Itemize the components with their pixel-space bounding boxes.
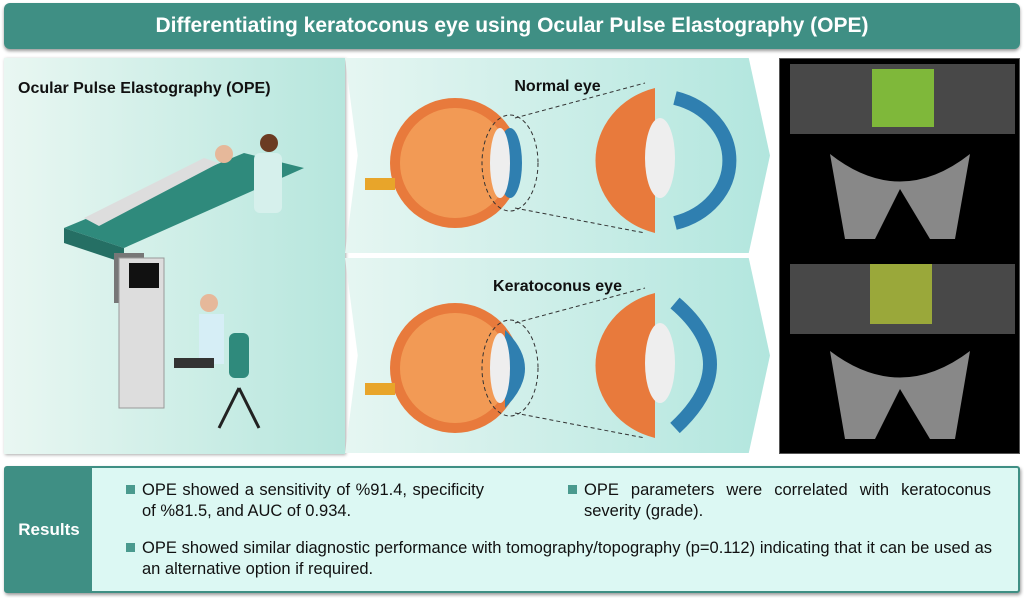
- normal-eye-panel: Normal eye: [345, 58, 770, 253]
- result-bullet-performance: OPE showed similar diagnostic performanc…: [124, 538, 992, 580]
- ope-panel-title: Ocular Pulse Elastography (OPE): [18, 80, 271, 97]
- keratoconus-eye-illustration: [365, 287, 717, 439]
- result-bullet-sensitivity: OPE showed a sensitivity of %91.4, speci…: [124, 480, 484, 522]
- results-box: Results OPE showed a sensitivity of %91.…: [4, 466, 1020, 593]
- page-title: Differentiating keratoconus eye using Oc…: [4, 3, 1020, 49]
- results-label: Results: [6, 468, 92, 591]
- keratoconus-eye-panel: Keratoconus eye: [345, 258, 770, 453]
- normal-eye-title: Normal eye: [514, 78, 601, 95]
- result-bullet-correlation: OPE parameters were correlated with kera…: [566, 480, 991, 522]
- ope-procedure-panel: Ocular Pulse Elastography (OPE): [4, 58, 345, 454]
- keratoconus-eye-title: Keratoconus eye: [493, 278, 622, 295]
- ultrasound-images: [790, 64, 1015, 439]
- ultrasound-elastography-images: [779, 58, 1020, 454]
- ope-exam-illustration: [64, 134, 304, 429]
- normal-eye-illustration: [365, 82, 737, 234]
